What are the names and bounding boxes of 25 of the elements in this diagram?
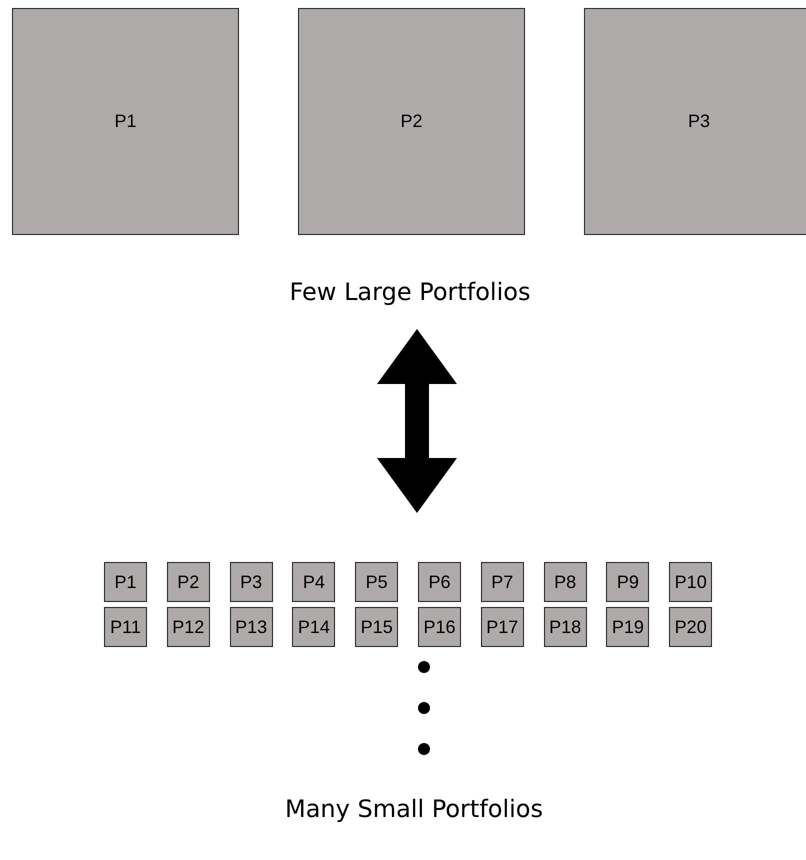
portfolio-box: P3 <box>584 8 806 235</box>
portfolio-box: P9 <box>606 562 650 602</box>
portfolio-box: P11 <box>104 607 147 647</box>
portfolio-box: P17 <box>480 607 524 647</box>
caption-text: Many Small Portfolios <box>285 795 543 823</box>
portfolio-box: P12 <box>166 607 210 647</box>
portfolio-box: P16 <box>418 607 461 647</box>
portfolio-box: P4 <box>292 562 336 602</box>
portfolio-box: P14 <box>292 607 336 647</box>
portfolio-box: P7 <box>480 562 524 602</box>
portfolio-box: P6 <box>418 562 461 602</box>
portfolio-box: P13 <box>230 607 273 647</box>
portfolio-box: P1 <box>104 562 147 602</box>
portfolio-box: P20 <box>669 607 712 647</box>
portfolio-box: P10 <box>669 562 712 602</box>
caption-text: Few Large Portfolios <box>290 278 530 306</box>
portfolio-box: P3 <box>230 562 273 602</box>
portfolio-box: P5 <box>355 562 398 602</box>
portfolio-box: P1 <box>12 8 239 235</box>
portfolio-box: P8 <box>544 562 587 602</box>
portfolio-box: P18 <box>544 607 587 647</box>
portfolio-box: P15 <box>355 607 398 647</box>
portfolio-box: P2 <box>298 8 525 235</box>
portfolio-box: P19 <box>606 607 650 647</box>
portfolio-box: P2 <box>166 562 210 602</box>
